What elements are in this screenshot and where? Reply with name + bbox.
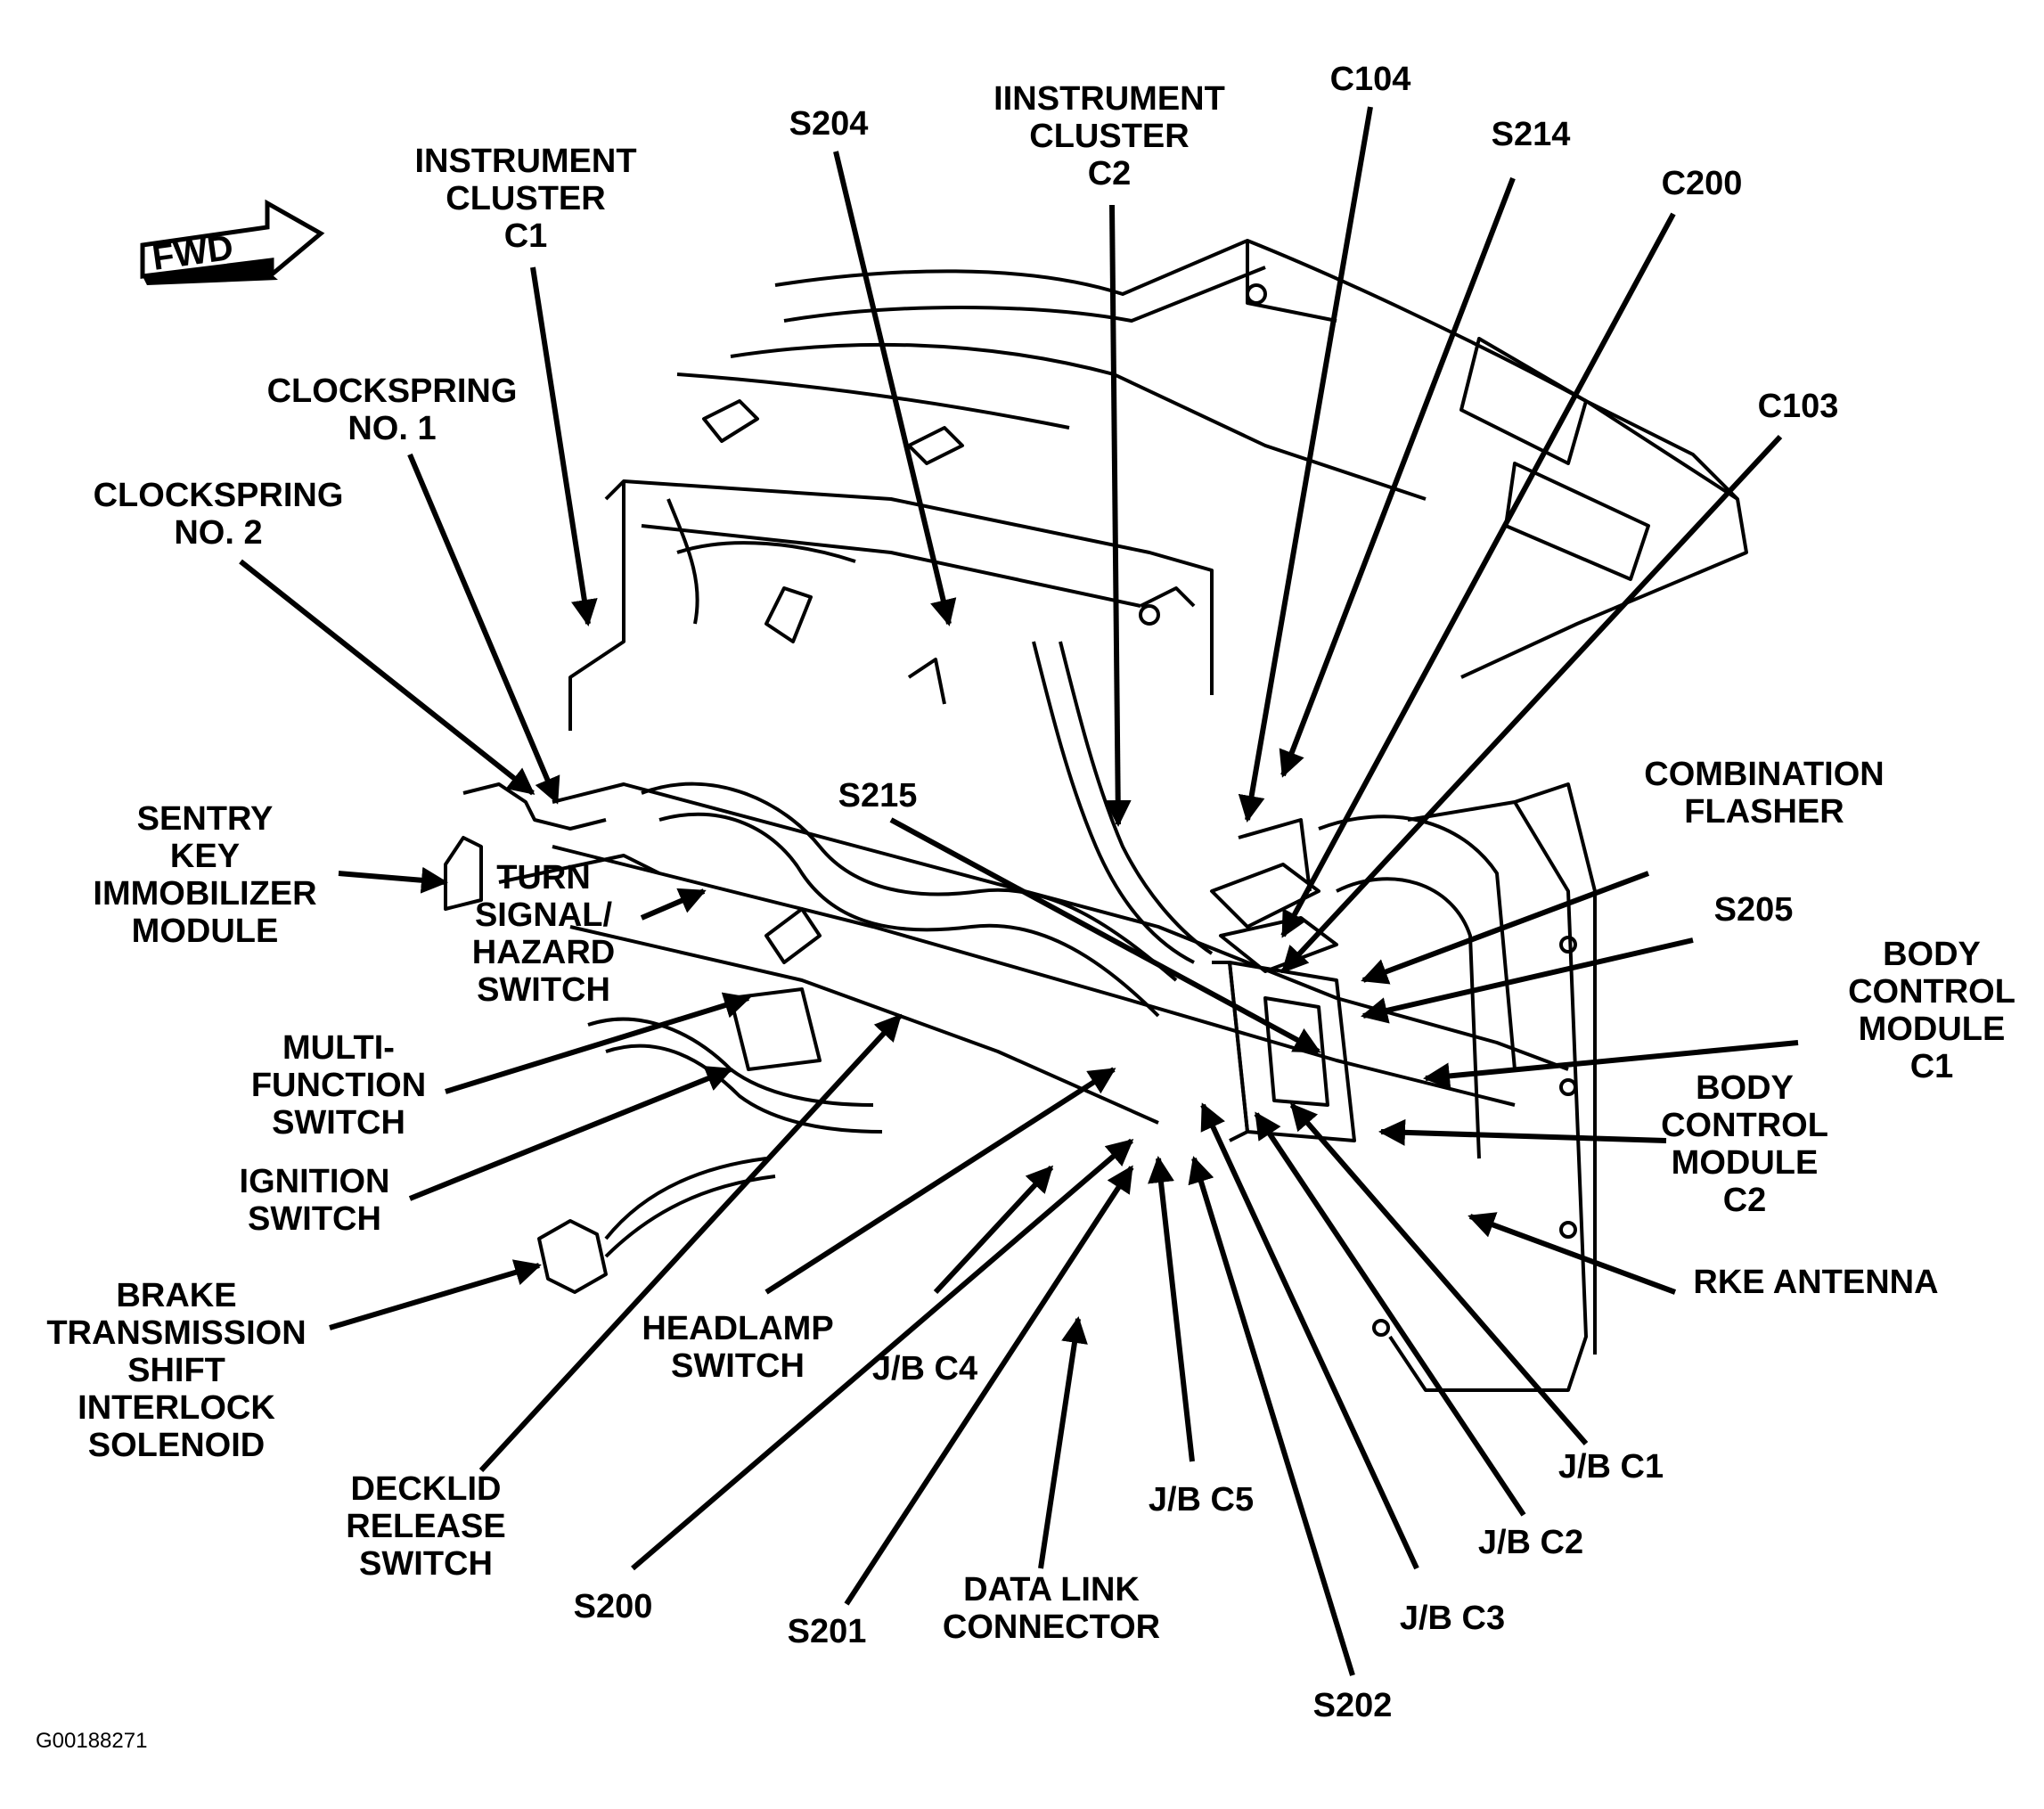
label-jb-c2: J/B C2 [1477,1524,1584,1561]
label-rke-antenna: RKE ANTENNA [1693,1264,1939,1301]
label-clockspring-no1: CLOCKSPRING NO. 1 [266,372,518,447]
label-ignition-switch: IGNITION SWITCH [239,1163,390,1238]
label-data-link-connector: DATA LINK CONNECTOR [942,1571,1161,1646]
fwd-arrow-icon [140,199,325,285]
label-s200: S200 [573,1588,653,1625]
label-instrument-cluster-c2: IINSTRUMENT CLUSTER C2 [993,80,1225,192]
label-instrument-cluster-c1: INSTRUMENT CLUSTER C1 [414,143,637,255]
label-s205: S205 [1713,891,1794,929]
label-s204: S204 [789,105,869,143]
label-body-control-module-c2: BODY CONTROL MODULE C2 [1661,1069,1828,1219]
label-s214: S214 [1491,116,1571,153]
label-body-control-module-c1: BODY CONTROL MODULE C1 [1848,936,2015,1085]
label-brake-transmission-shift-interlock-solenoid: BRAKE TRANSMISSION SHIFT INTERLOCK SOLEN… [46,1277,307,1464]
label-jb-c5: J/B C5 [1148,1481,1255,1518]
label-s215: S215 [838,777,918,814]
label-c200: C200 [1661,165,1743,202]
label-decklid-release-switch: DECKLID RELEASE SWITCH [346,1470,506,1583]
label-c104: C104 [1329,61,1411,98]
figure-id: G00188271 [36,1729,148,1753]
label-combination-flasher: COMBINATION FLASHER [1644,756,1885,831]
label-jb-c1: J/B C1 [1558,1448,1664,1486]
instrument-panel-outline [444,239,1748,1392]
label-clockspring-no2: CLOCKSPRING NO. 2 [93,477,344,552]
label-headlamp-switch: HEADLAMP SWITCH [642,1310,834,1385]
label-sentry-key-immobilizer-module: SENTRY KEY IMMOBILIZER MODULE [93,800,317,950]
label-multi-function-switch: MULTI- FUNCTION SWITCH [250,1029,427,1142]
leader-arrows [239,106,1799,1676]
label-jb-c3: J/B C3 [1399,1600,1506,1637]
label-jb-c4: J/B C4 [871,1350,978,1387]
label-s201: S201 [787,1613,867,1650]
label-c103: C103 [1757,388,1839,425]
label-s202: S202 [1312,1687,1393,1724]
label-turn-signal-hazard-switch: TURN SIGNAL/ HAZARD SWITCH [471,859,616,1009]
